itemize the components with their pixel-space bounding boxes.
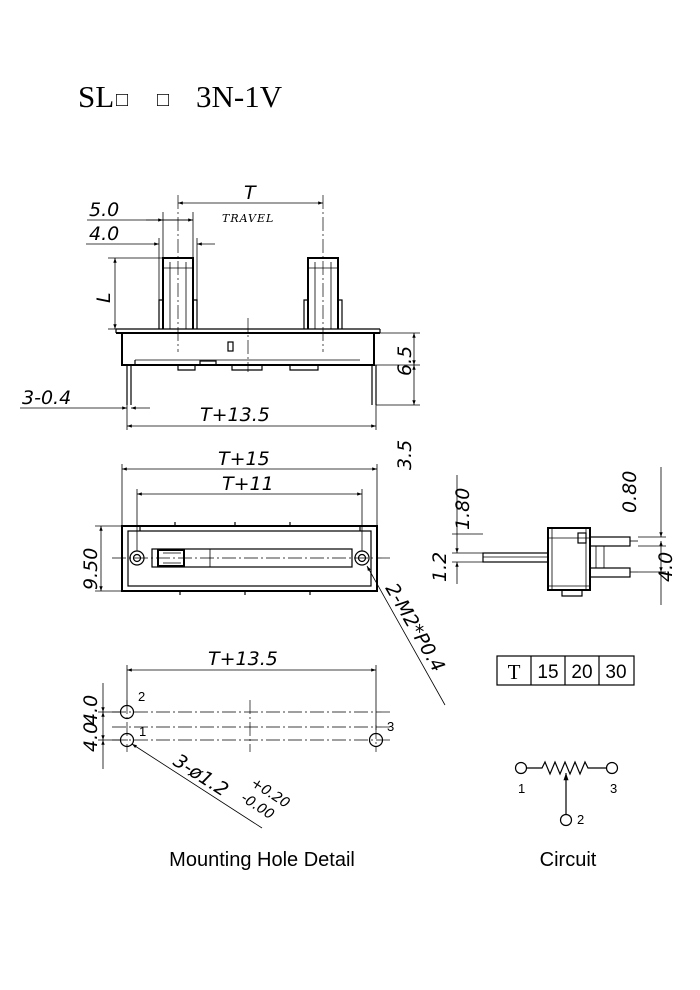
dim-4-0-mount-a: 4.0 bbox=[80, 695, 102, 725]
dim-4-0-mount-b: 4.0 bbox=[80, 722, 102, 752]
dim-3-0-4: 3-0.4 bbox=[22, 387, 71, 409]
dim-L: L bbox=[93, 292, 115, 303]
hole-pin-2-icon bbox=[119, 704, 135, 720]
title-box-2: □ bbox=[157, 89, 169, 111]
dim-T-15: T+15 bbox=[218, 448, 270, 470]
circuit-pin-1-label: 1 bbox=[518, 781, 525, 796]
dim-3-5: 3.5 bbox=[394, 440, 416, 470]
hole-pin-1-icon bbox=[119, 732, 135, 748]
dim-4-0-end: 4.0 bbox=[655, 552, 677, 582]
end-lever bbox=[482, 552, 549, 563]
end-pin-top bbox=[589, 536, 631, 547]
dim-0-80: 0.80 bbox=[619, 471, 641, 513]
mounting-hole-detail: T+13.5 2 1 3 4.0 4.0 3-ø1.2 +0.20 -0.00 … bbox=[80, 648, 394, 871]
dim-4-0-top: 4.0 bbox=[89, 223, 119, 245]
dim-hole-diameter: 3-ø1.2 bbox=[169, 750, 232, 802]
circuit-diagram: 1 3 2 Circuit bbox=[514, 760, 619, 871]
travel-table: T 15 20 30 bbox=[496, 655, 635, 686]
side-body-mark bbox=[227, 341, 234, 352]
dim-T-13-5-mount: T+13.5 bbox=[208, 648, 278, 670]
travel-table-value: 15 bbox=[537, 662, 558, 683]
dim-travel-T: T bbox=[244, 182, 257, 204]
hole-pin-3-icon bbox=[368, 732, 384, 748]
top-body-outline bbox=[121, 525, 378, 592]
end-body bbox=[547, 527, 591, 591]
dim-1-2: 1.2 bbox=[429, 552, 451, 582]
dim-T-11: T+11 bbox=[222, 473, 274, 495]
dim-9-50: 9.50 bbox=[80, 548, 102, 590]
title-prefix: SL bbox=[78, 79, 114, 114]
dim-screw-thread: 2-M2*P0.4 bbox=[381, 580, 449, 676]
title-suffix: 3N-1V bbox=[196, 79, 283, 114]
mount-pin-3-label: 3 bbox=[387, 719, 394, 734]
dim-6-5: 6.5 bbox=[394, 346, 416, 376]
mount-pin-1-label: 1 bbox=[139, 724, 146, 739]
circuit-pin-3-label: 3 bbox=[610, 781, 617, 796]
travel-table-value: 20 bbox=[571, 662, 592, 683]
dim-5-0: 5.0 bbox=[89, 199, 119, 221]
end-view: 1.80 1.2 0.80 4.0 bbox=[429, 467, 677, 605]
side-view: T TRAVEL 5.0 4.0 L 6.5 3.5 3-0.4 bbox=[20, 182, 420, 470]
end-pin-bottom bbox=[589, 567, 631, 578]
resistor-icon bbox=[526, 760, 607, 776]
travel-table-value: 30 bbox=[605, 662, 626, 683]
circuit-pin-2-label: 2 bbox=[577, 812, 584, 827]
mounting-caption: Mounting Hole Detail bbox=[169, 849, 355, 871]
part-number-title: SL □ □ 3N-1V bbox=[78, 79, 283, 114]
circuit-terminal-1-icon bbox=[514, 761, 528, 775]
circuit-terminal-3-icon bbox=[605, 761, 619, 775]
circuit-terminal-2-icon bbox=[559, 813, 573, 827]
dim-T-13-5-side: T+13.5 bbox=[200, 404, 270, 426]
dim-1-80: 1.80 bbox=[452, 488, 474, 530]
dim-travel-label: TRAVEL bbox=[222, 212, 274, 225]
travel-table-header: T bbox=[508, 660, 521, 684]
title-box-1: □ bbox=[116, 89, 128, 111]
circuit-caption: Circuit bbox=[540, 849, 597, 871]
mount-pin-2-label: 2 bbox=[138, 689, 145, 704]
